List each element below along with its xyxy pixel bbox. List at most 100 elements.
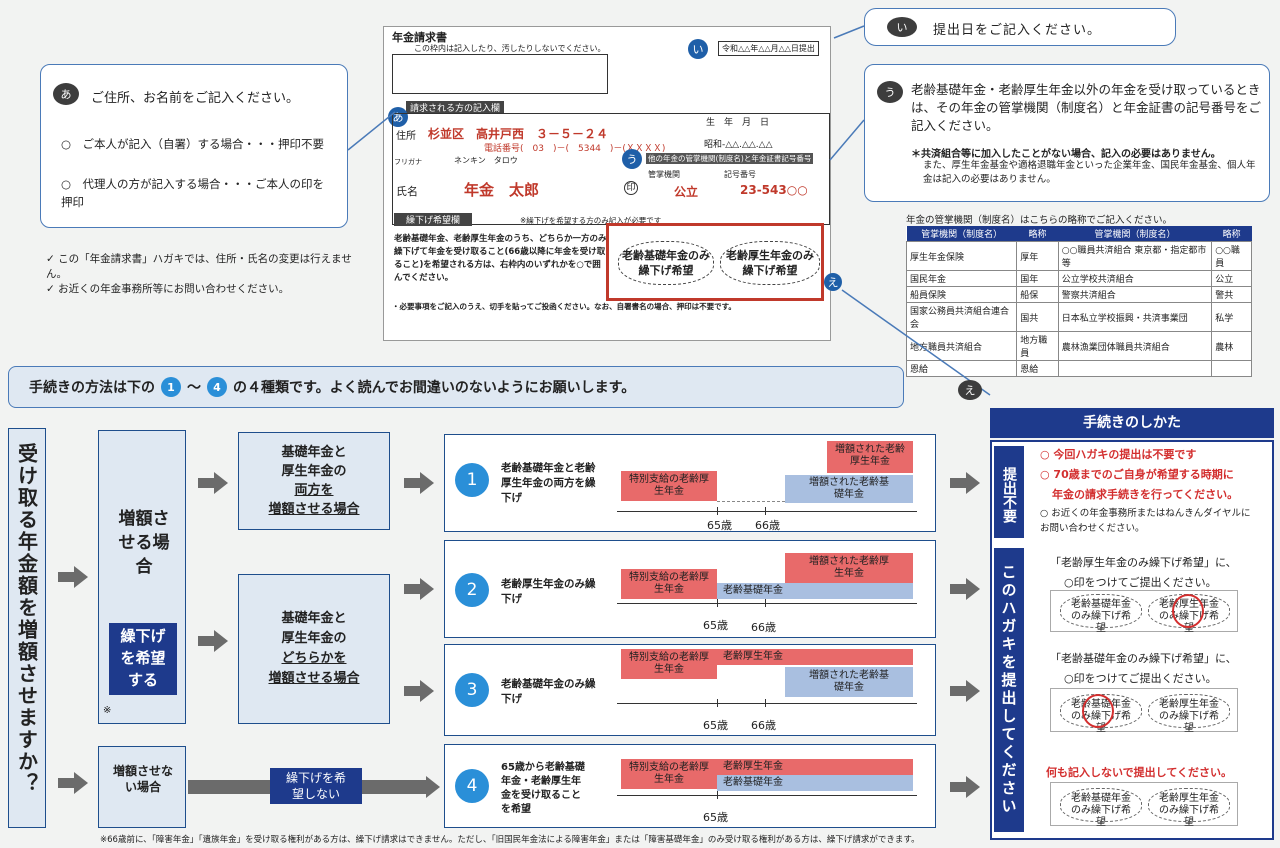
tick-66	[765, 507, 766, 515]
no-submit-red-3: 年金の請求手続きを行ってください。	[1052, 488, 1239, 501]
no-submit-red-1: ○ 今回ハガキの提出は不要です	[1040, 448, 1197, 461]
blank-frame	[392, 54, 608, 94]
method-label: 65歳から老齢基礎年金・老齢厚生年金を受け取ることを希望	[501, 762, 585, 815]
both-l4: 増額させる場合	[268, 502, 360, 517]
arrow-right-icon	[58, 566, 88, 588]
defer-text: 老齢基礎年金、老齢厚生年金のうち、どちらか一方のみ繰下げて年金を受け取ること(6…	[394, 234, 607, 283]
bar-employee: 老齢厚生年金	[717, 759, 913, 775]
stamp-panel	[1050, 688, 1238, 732]
bar-special: 特別支給の老齢厚生年金	[621, 569, 717, 599]
furigana-value: ネンキン タロウ	[454, 156, 518, 165]
submit-basic-text: 「老齢基礎年金のみ繰下げ希望」に、	[1050, 652, 1237, 665]
age-65: 65歳	[707, 519, 732, 532]
no-submit-note: ○ お近くの年金事務所またはねんきんダイヤルにお問い合わせください。	[1040, 508, 1251, 534]
method-number-icon: 2	[455, 573, 489, 607]
submit-label: このハガキを提出してください	[994, 548, 1024, 832]
procedure-title: 手続きのしかた	[990, 408, 1274, 438]
number-label: 記号番号	[724, 170, 756, 179]
stamp-basic: 老齢基礎年金のみ繰下げ希望	[1060, 594, 1142, 634]
address-label: 住所	[396, 131, 416, 142]
submit-employee-text: 「老齢厚生年金のみ繰下げ希望」に、	[1050, 556, 1237, 569]
marker-a-form: あ	[388, 107, 408, 127]
note-line: ✓ この「年金請求書」ハガキでは、住所・氏名の変更は行えません。	[46, 253, 352, 280]
callout-date: い 提出日をご記入ください。	[864, 8, 1176, 46]
arrow-right-icon	[198, 472, 228, 494]
frame-note: この枠内は記入したり、汚したりしないでください。	[414, 44, 606, 53]
tick-66	[765, 599, 766, 607]
method-banner: 手続きの方法は下の 1 ～ 4 の４種類です。よく読んでお間違いのないようにお願…	[8, 366, 904, 408]
arrow-right-icon	[950, 776, 980, 798]
method-number-icon: 3	[455, 673, 489, 707]
tick-65	[717, 791, 718, 799]
age-66: 66歳	[751, 621, 776, 634]
furigana-label: フリガナ	[394, 158, 422, 166]
arrow-right-icon	[404, 578, 434, 600]
method-4-panel: 4 65歳から老齢基礎年金・老齢厚生年金を受け取ることを希望 特別支給の老齢厚生…	[444, 744, 936, 828]
bar-special: 特別支給の老齢厚生年金	[621, 471, 717, 501]
defer-wish-box: 繰下げを希望する	[109, 623, 177, 695]
marker-e-form: え	[824, 273, 842, 291]
no-defer-box: 繰下げを希望しない	[270, 768, 362, 804]
tick-65	[717, 599, 718, 607]
bar-basic: 老齢基礎年金	[717, 583, 913, 599]
bar-increased-employee: 増額された老齢厚生年金	[785, 553, 913, 583]
bar-increased-basic: 増額された老齢基礎年金	[785, 667, 913, 697]
circle-mark-employee	[1172, 594, 1204, 628]
agency-table: 管掌機関（制度名） 略称 管掌機関（制度名） 略称 厚生年金保険厚年○○職員共済…	[905, 226, 1252, 377]
procedure-body	[990, 440, 1274, 840]
method-label: 老齢厚生年金のみ繰下げ	[501, 578, 596, 605]
bar-employee: 老齢厚生年金	[717, 649, 913, 665]
phone-value: 電話番号( 03 )－( 5344 )－(ＸＸＸＸ)	[484, 144, 666, 154]
agency-label: 管掌機関	[648, 170, 680, 179]
note-line: ✓ お近くの年金事務所等にお問い合わせください。	[46, 283, 290, 295]
stamp-panel	[1050, 590, 1238, 632]
name-value: 年金 太郎	[464, 181, 540, 199]
address-value: 杉並区 高井戸西 ３－５－２４	[428, 127, 609, 141]
marker-i: い	[887, 17, 917, 37]
arrow-right-icon	[404, 680, 434, 702]
method-number-icon: 4	[455, 769, 489, 803]
both-l3: 両方を	[294, 483, 334, 498]
dash-line	[717, 501, 785, 502]
table-row: 恩給恩給	[905, 360, 1252, 377]
callout-text: 老齢基礎年金・老齢厚生年金以外の年金を受け取っているときは、その年金の管掌機関（…	[911, 82, 1262, 133]
marker-u: う	[877, 81, 903, 103]
no-increase-box: 増額させない場合	[98, 746, 186, 828]
table-row: 国民年金国年公立学校共済組合公立	[905, 270, 1252, 287]
no-submit-red-2: ○ 70歳までのご自身が希望する時期に	[1040, 468, 1234, 481]
callout-bold-note: ＊共済組合等に加入したことがない場合、記入の必要はありません。	[911, 149, 1221, 160]
either-l4: 増額させる場合	[268, 671, 360, 686]
marker-i: い	[688, 39, 708, 59]
arrow-right-icon	[410, 776, 440, 798]
arrow-right-icon	[58, 772, 88, 794]
tick-65	[717, 699, 718, 707]
arrow-right-icon	[950, 578, 980, 600]
arrow-right-icon	[950, 680, 980, 702]
option-basic: 老齢基礎年金のみ繰下げ希望	[618, 241, 714, 285]
submit-employee-text-b: ○印をつけてご提出ください。	[1064, 576, 1217, 589]
method-label: 老齢基礎年金と老齢厚生年金の両方を繰下げ	[501, 462, 596, 504]
age-65: 65歳	[703, 619, 728, 632]
both-l2: 厚生年金の	[281, 464, 347, 479]
submission-date: 令和△△年△△月△△日提出	[718, 41, 819, 56]
callout-other-pension: う 老齢基礎年金・老齢厚生年金以外の年金を受け取っているときは、その年金の管掌機…	[864, 64, 1270, 202]
method-3-panel: 3 老齢基礎年金のみ繰下げ 特別支給の老齢厚生年金 老齢厚生年金 増額された老齢…	[444, 644, 936, 736]
both-increase-box: 基礎年金と 厚生年金の 両方を 増額させる場合	[238, 432, 390, 530]
increase-title: 増額させる場合	[118, 509, 170, 577]
question-box: 受け取る年金額を増額させますか？	[8, 428, 46, 828]
callout-address: あ ご住所、お名前をご記入ください。 ○ ご本人が記入（自署）する場合・・・押印…	[40, 64, 348, 228]
callout-item-self: ○ ご本人が記入（自署）する場合・・・押印不要	[61, 137, 325, 151]
callout-item-agent: ○ 代理人の方が記入する場合・・・ご本人の印を押印	[61, 177, 325, 209]
table-row: 厚生年金保険厚年○○職員共済組合 東京都・指定都市等○○職員	[905, 241, 1252, 271]
timeline	[617, 511, 917, 512]
submit-blank-text: 何も記入しないで提出してください。	[1046, 766, 1233, 779]
either-l1: 基礎年金と	[281, 611, 347, 626]
either-l3: どちらかを	[281, 651, 347, 666]
increase-box: 増額させる場合 繰下げを希望する ※	[98, 430, 186, 724]
callout-date-text: 提出日をご記入ください。	[933, 23, 1102, 38]
section-title: 請求される方の記入欄	[406, 101, 505, 114]
pension-claim-form: 年金請求書 この枠内は記入したり、汚したりしないでください。 い 令和△△年△△…	[383, 26, 842, 341]
agency-header: 他の年金の管掌機関(制度名)と年金証書記号番号	[646, 153, 814, 164]
option-employee: 老齢厚生年金のみ繰下げ希望	[720, 241, 820, 285]
